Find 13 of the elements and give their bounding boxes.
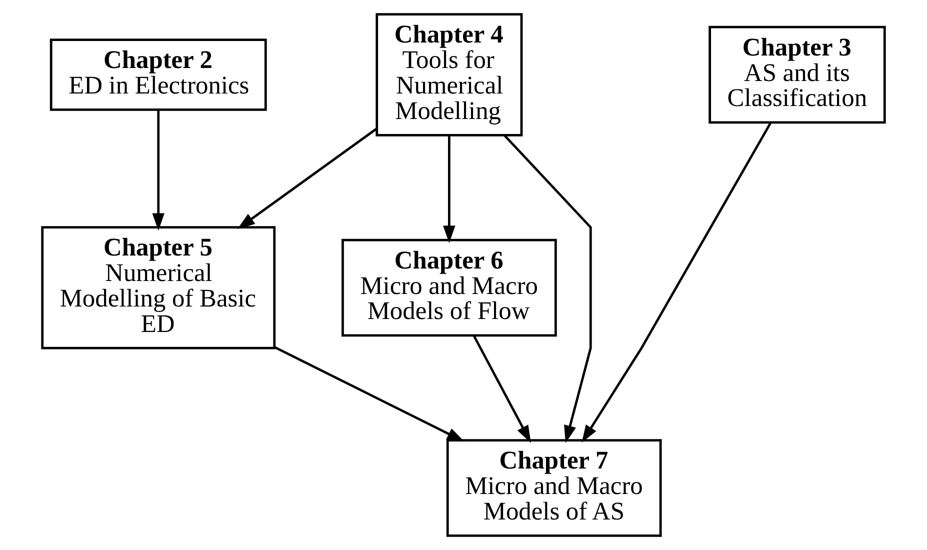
arrow	[582, 122, 772, 443]
arrow	[152, 110, 164, 231]
arrow	[443, 135, 456, 244]
node-box: Chapter 4 Tools for Numerical Modelling	[376, 13, 523, 136]
node-box: Chapter 2 ED in Electronics	[50, 38, 267, 111]
arrow	[472, 334, 531, 443]
arrow	[503, 134, 592, 444]
node-box: Chapter 3 AS and its Classification	[708, 26, 886, 124]
node-box: Chapter 6 Micro and Macro Models of Flow	[342, 238, 557, 337]
node-box: Chapter 5 Numerical Modelling of Basic ED	[41, 226, 276, 350]
arrow	[237, 128, 378, 230]
node-box: Chapter 7 Micro and Macro Models of AS	[446, 439, 662, 537]
arrow	[274, 346, 464, 442]
